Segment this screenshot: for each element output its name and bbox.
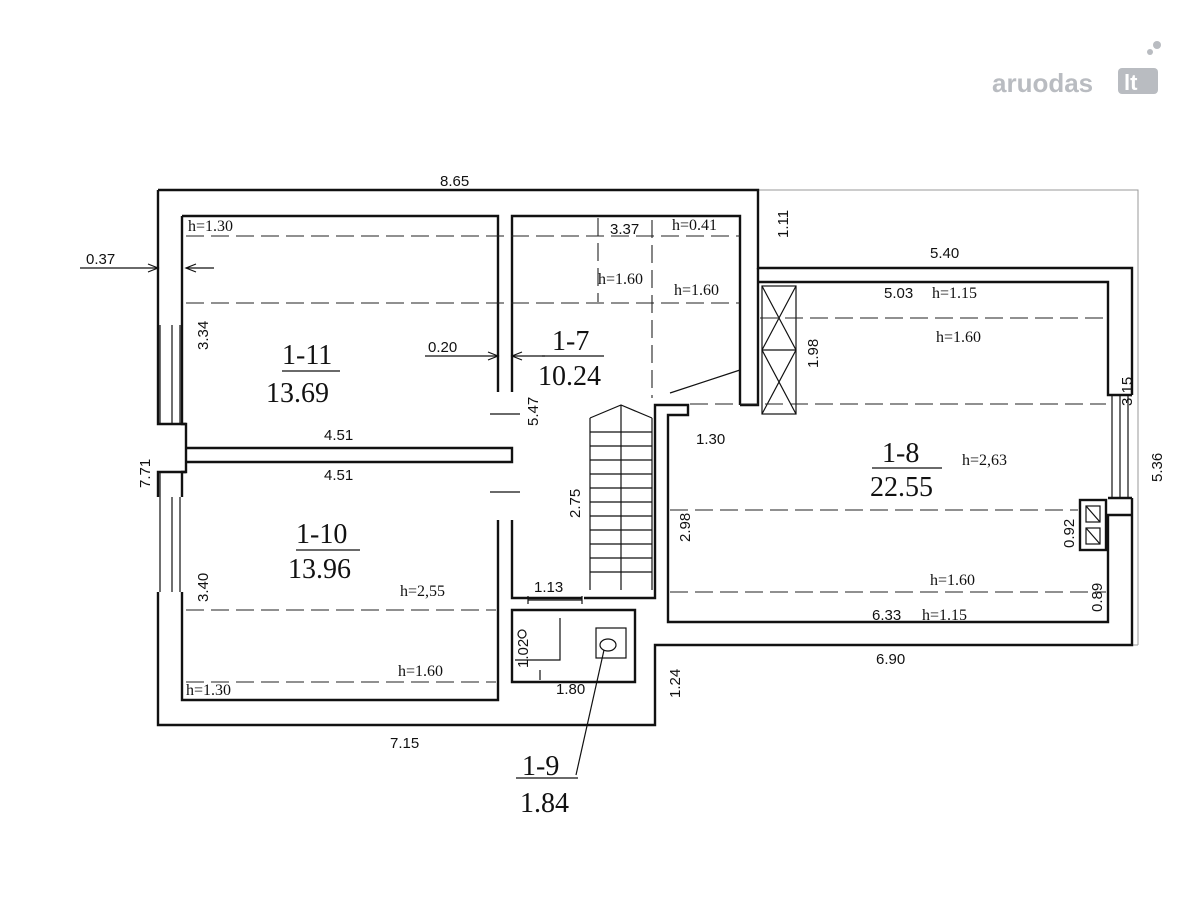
- height-r8-center: h=2,63: [962, 452, 1007, 469]
- dim-top-right: 1.11: [775, 210, 792, 238]
- dim-r8-upper: 1.98: [805, 339, 822, 368]
- height-r10-lower: h=1.60: [398, 663, 443, 680]
- dim-wc-width: 1.80: [556, 681, 585, 698]
- toilet-bowl-icon: [599, 638, 617, 652]
- dim-stair-landing: 1.30: [696, 431, 725, 448]
- room-1-9: 1-9 1.84: [520, 751, 569, 819]
- room-area: 13.69: [266, 378, 329, 409]
- dim-r8-bottom: 6.33: [872, 607, 901, 624]
- room-1-7: 1-7 10.24: [538, 326, 604, 392]
- height-r7-top: h=0.41: [672, 217, 717, 234]
- room-id: 1-11: [282, 340, 332, 371]
- height-r10-bottom: h=1.30: [186, 682, 231, 699]
- windows: [159, 325, 1129, 592]
- ventilation-block: [1078, 498, 1108, 552]
- height-r8-lower: h=1.60: [930, 572, 975, 589]
- height-r8-bottom: h=1.15: [922, 607, 967, 624]
- dim-r8-window: 3.15: [1119, 377, 1136, 406]
- wc-walls: [510, 608, 637, 684]
- dim-r8-right: 5.36: [1149, 453, 1166, 482]
- dim-r8-left: 2.98: [677, 513, 694, 542]
- logo-smoke-icon: [1153, 41, 1161, 49]
- room-area: 1.84: [520, 788, 569, 819]
- aruodas-logo: aruodas lt: [992, 41, 1161, 98]
- logo-house-icon: [1118, 68, 1158, 94]
- dim-wc-width-top: 1.13: [534, 579, 563, 596]
- room-id: 1-7: [552, 326, 589, 357]
- dim-r11-width: 4.51: [324, 427, 353, 444]
- dim-vent-bottom: 0.89: [1089, 583, 1106, 612]
- room-area: 13.96: [288, 554, 351, 585]
- dim-top-overall: 8.65: [440, 173, 469, 190]
- dim-right-top: 5.40: [930, 245, 959, 262]
- dim-bottom-right: 6.90: [876, 651, 905, 668]
- dimension-labels: 8.65 1.11 5.40 0.37 7.71 3.34 3.40 4.51 …: [86, 173, 1166, 752]
- dim-bottom-step: 1.24: [667, 669, 684, 698]
- room-id: 1-8: [882, 438, 919, 469]
- dim-left-overall: 7.71: [137, 459, 154, 488]
- dim-r10-height: 3.40: [195, 573, 212, 602]
- toilet-icon: [595, 627, 627, 659]
- room-area: 10.24: [538, 361, 601, 392]
- logo-suffix: lt: [1124, 70, 1138, 95]
- height-labels: h=1.30 h=0.41 h=1.60 h=1.60 h=1.15 h=1.6…: [186, 217, 1007, 699]
- dim-left-wall: 0.37: [86, 251, 115, 268]
- dim-r8-top: 5.03: [884, 285, 913, 302]
- chimney-shaft: [761, 285, 797, 415]
- room-1-8: 1-8 22.55: [870, 438, 942, 503]
- dim-wc-height: 1.02: [515, 639, 532, 668]
- room-id: 1-10: [296, 519, 347, 550]
- staircase: [589, 369, 741, 590]
- dim-r11-height: 3.34: [195, 321, 212, 350]
- dimension-arrows: [80, 263, 605, 779]
- dim-vent: 0.92: [1061, 519, 1078, 548]
- roof-outline: [758, 189, 1139, 645]
- height-r7-mid-right: h=1.60: [674, 282, 719, 299]
- dim-r7-depth: 5.47: [525, 397, 542, 426]
- room-1-11: 1-11 13.69: [266, 340, 340, 409]
- dim-bottom-overall: 7.15: [390, 735, 419, 752]
- height-r8-top: h=1.15: [932, 285, 977, 302]
- height-r10-center: h=2,55: [400, 583, 445, 600]
- dim-r7-top: 3.37: [610, 221, 639, 238]
- height-r7-mid-left: h=1.60: [598, 271, 643, 288]
- sink-icon: [517, 629, 527, 639]
- height-r11-top: h=1.30: [188, 218, 233, 235]
- logo-text: aruodas: [992, 68, 1093, 98]
- room-area: 22.55: [870, 472, 933, 503]
- room-1-10: 1-10 13.96: [288, 519, 360, 585]
- dim-r10-width: 4.51: [324, 467, 353, 484]
- height-lines: [186, 218, 1106, 683]
- room-id: 1-9: [522, 751, 559, 782]
- dim-stairs: 2.75: [567, 489, 584, 518]
- height-r8-upper: h=1.60: [936, 329, 981, 346]
- dim-partition: 0.20: [428, 339, 457, 356]
- logo-smoke-icon: [1147, 49, 1153, 55]
